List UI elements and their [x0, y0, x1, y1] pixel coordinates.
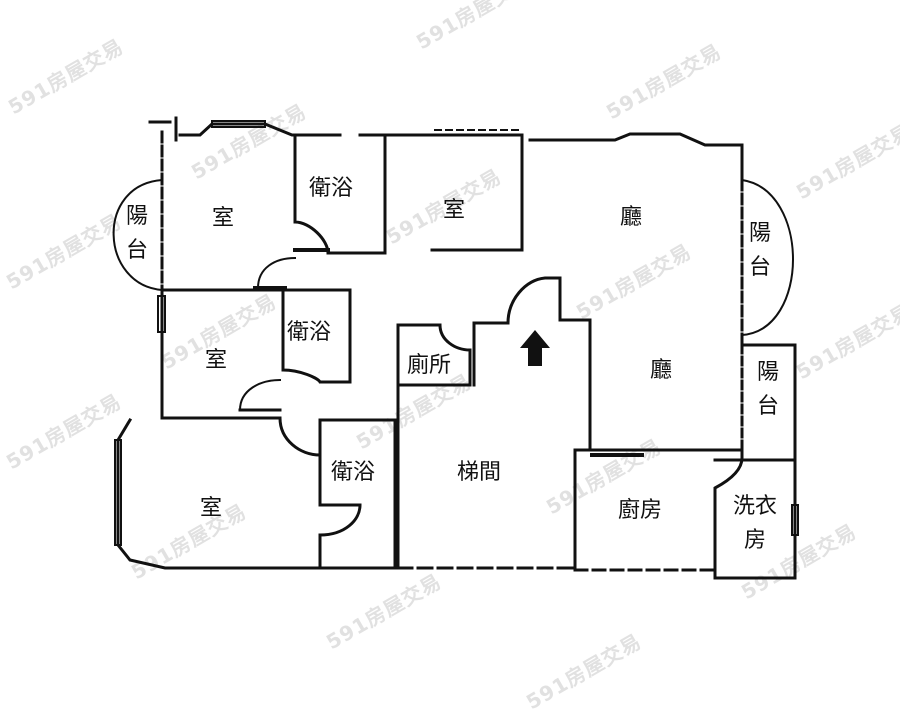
room-label-kitchen: 廚房 [618, 498, 663, 523]
room-label-laundry: 洗衣 房 [730, 490, 780, 558]
balcony-char: 台 [748, 255, 771, 281]
room-label-balcony: 陽 台 [748, 217, 772, 285]
balcony-char: 台 [756, 394, 779, 420]
room-label-bedroom: 室 [200, 496, 223, 521]
room-label-bathroom: 衛浴 [287, 320, 332, 345]
room-label-bathroom: 衛浴 [331, 460, 376, 485]
arrow-up-icon [520, 330, 550, 366]
room-label-stairwell: 梯間 [457, 460, 502, 485]
room-label-bedroom: 室 [212, 206, 235, 231]
balcony-char: 台 [125, 238, 148, 264]
balcony-char: 陽 [748, 221, 771, 246]
room-label-bedroom: 室 [443, 198, 466, 223]
room-label-living-room: 廳 [650, 358, 673, 383]
room-label-bathroom: 衛浴 [309, 176, 354, 201]
room-label-living-room: 廳 [620, 205, 643, 230]
laundry-line: 洗衣 [732, 494, 777, 519]
balcony-char: 陽 [125, 204, 148, 229]
room-label-bedroom: 室 [205, 348, 228, 373]
room-label-balcony: 陽 台 [125, 200, 149, 268]
balcony-char: 陽 [756, 360, 779, 385]
room-label-balcony: 陽 台 [756, 356, 780, 424]
laundry-line: 房 [743, 528, 766, 554]
room-label-toilet: 廁所 [407, 353, 452, 378]
